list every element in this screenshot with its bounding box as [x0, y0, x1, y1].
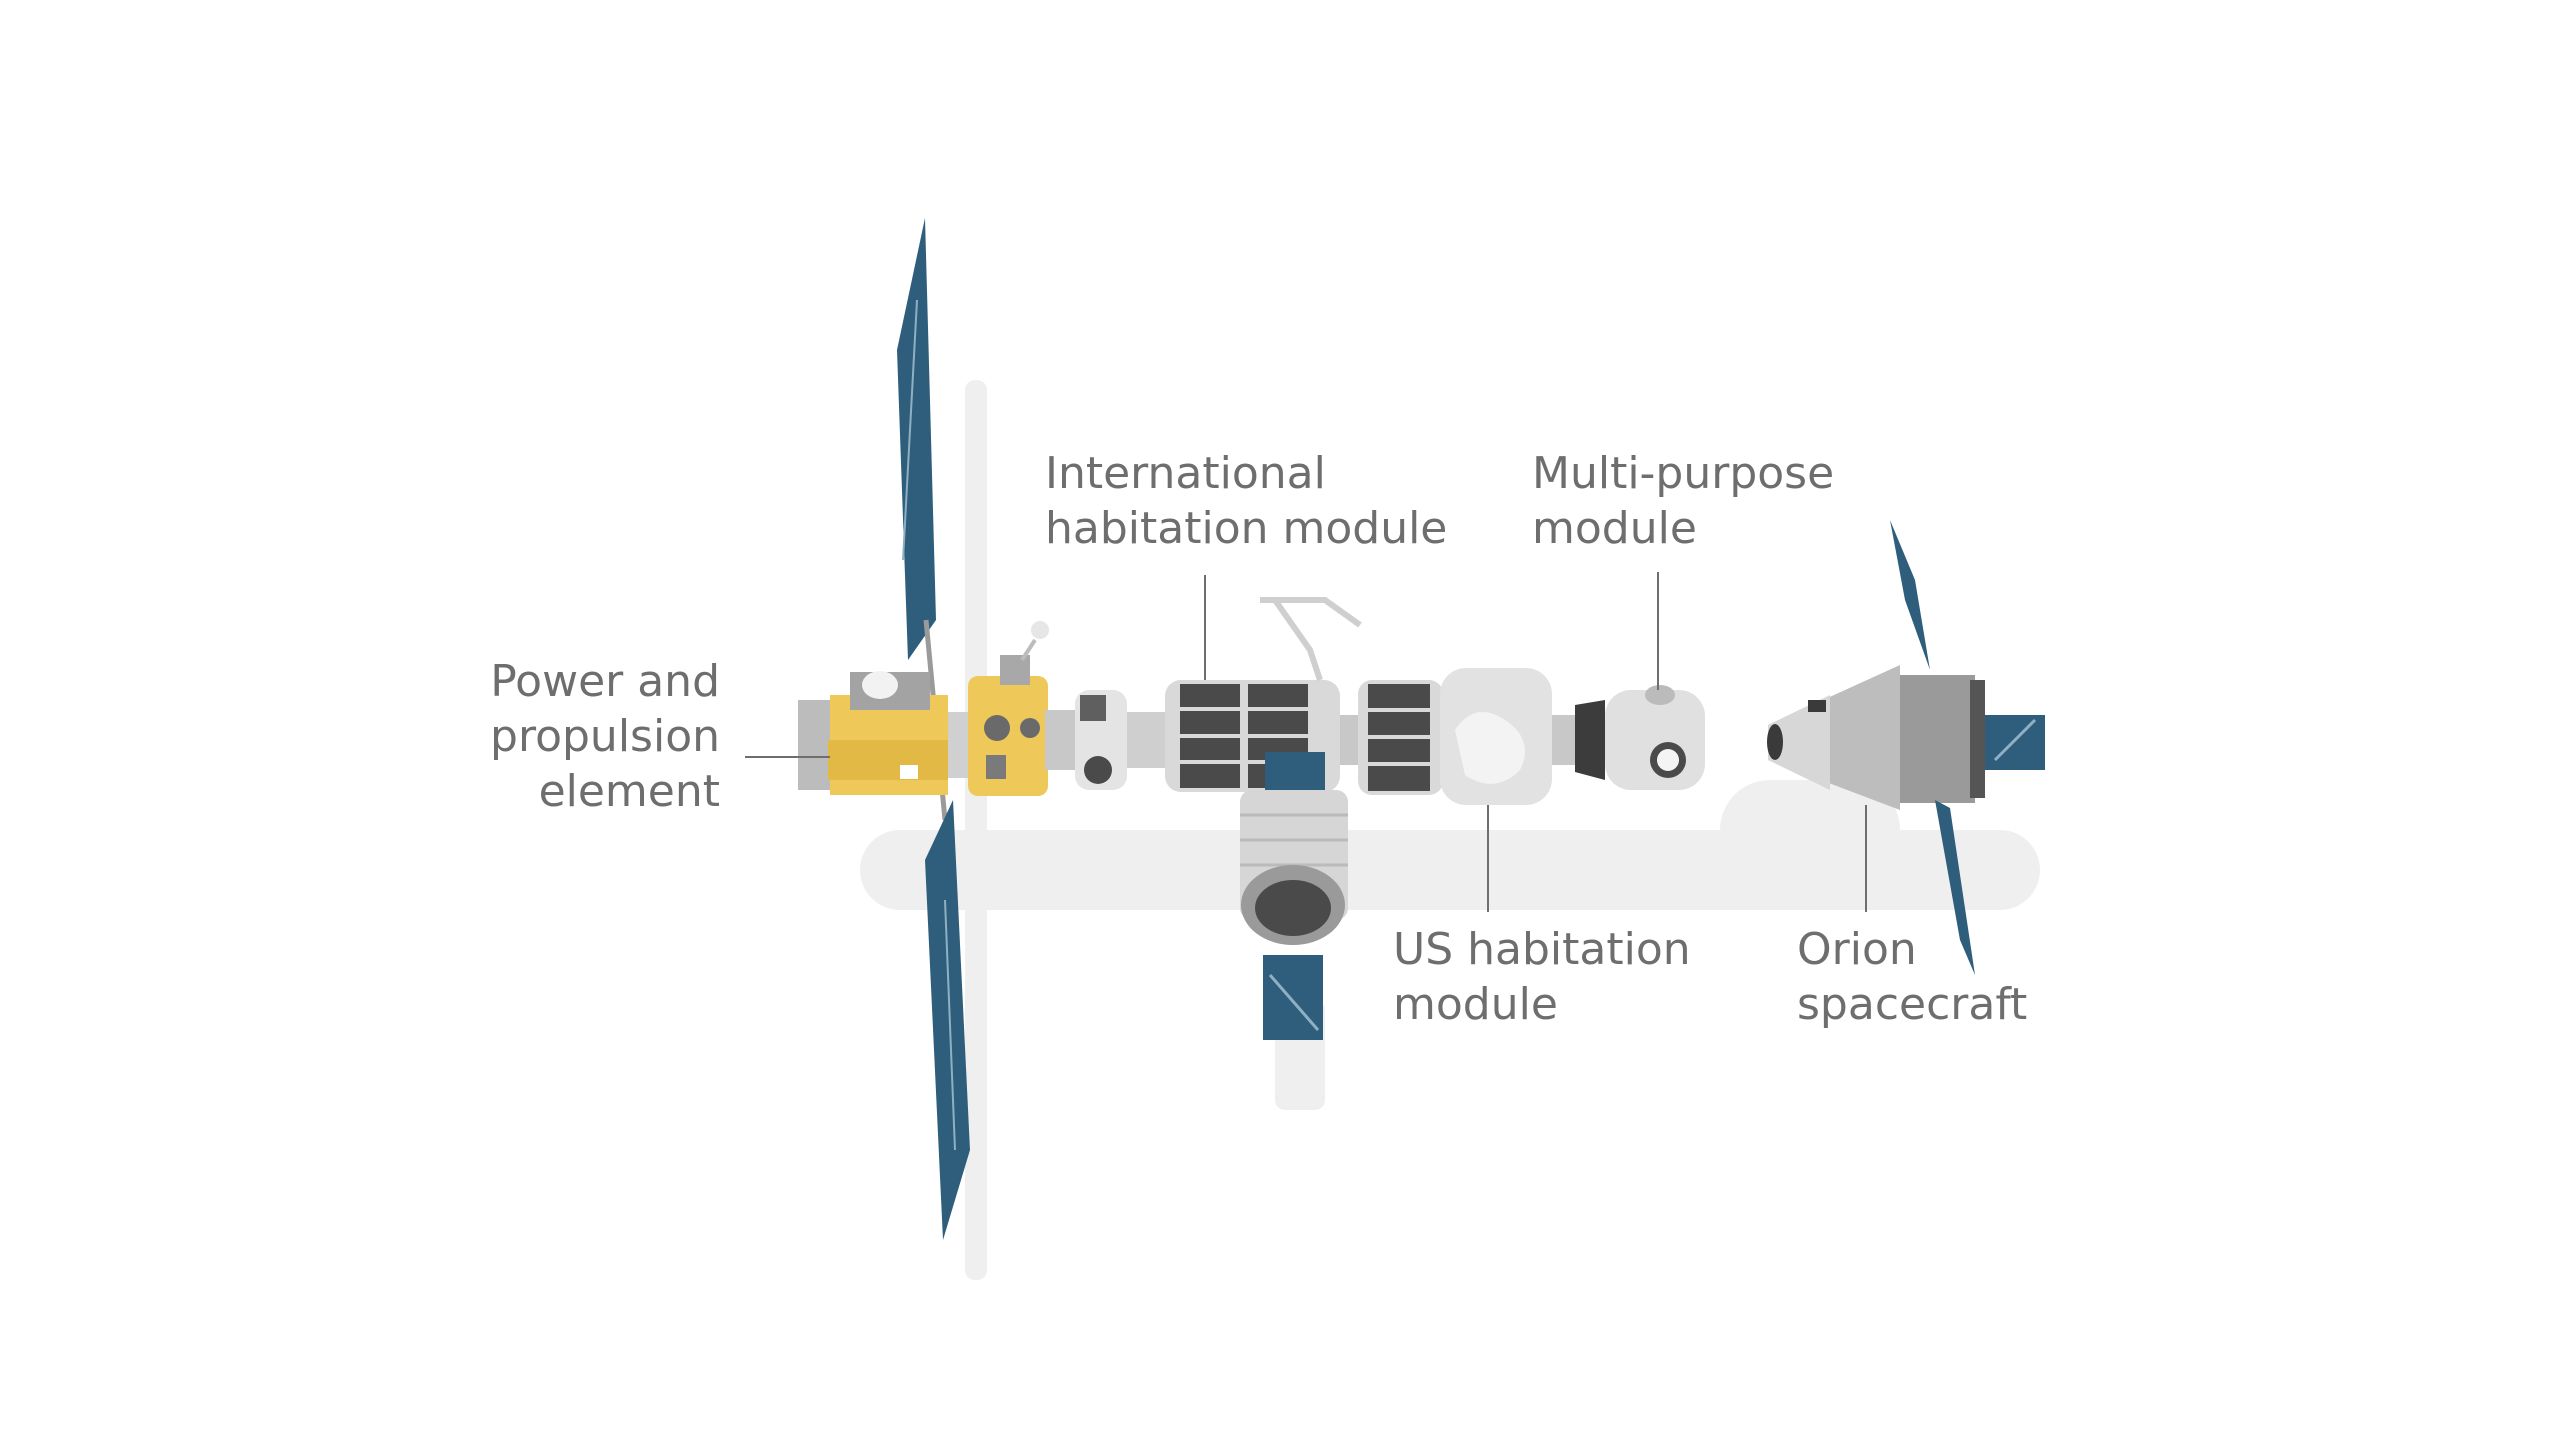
us-habitation-module: [1340, 668, 1552, 805]
logistics-module: [1240, 752, 1348, 1040]
ppe-solar-array-bottom: [925, 800, 970, 1240]
label-line: element: [538, 766, 720, 817]
label-us-habitation-module: US habitation module: [1393, 922, 1691, 1032]
label-line: module: [1393, 979, 1558, 1030]
node-module: [1045, 690, 1167, 790]
label-line: Power and: [490, 656, 720, 707]
leader-lines: [745, 572, 1867, 912]
power-propulsion-element: [798, 621, 1049, 796]
label-line: module: [1532, 503, 1697, 554]
label-international-habitation-module: International habitation module: [1045, 446, 1447, 556]
multi-purpose-module: [1552, 685, 1705, 790]
label-orion-spacecraft: Orion spacecraft: [1797, 922, 2027, 1032]
label-line: US habitation: [1393, 924, 1691, 975]
label-line: Orion: [1797, 924, 1917, 975]
orion-spacecraft: [1767, 520, 2045, 975]
label-line: International: [1045, 448, 1326, 499]
shadows: [860, 380, 2040, 1280]
label-power-propulsion-element: Power and propulsion element: [380, 654, 720, 819]
ppe-solar-array-top: [897, 218, 936, 660]
robotic-arm: [1260, 597, 1362, 681]
label-line: spacecraft: [1797, 979, 2028, 1030]
label-multi-purpose-module: Multi-purpose module: [1532, 446, 1834, 556]
label-line: Multi-purpose: [1532, 448, 1835, 499]
label-line: habitation module: [1045, 503, 1448, 554]
label-line: propulsion: [490, 711, 720, 762]
